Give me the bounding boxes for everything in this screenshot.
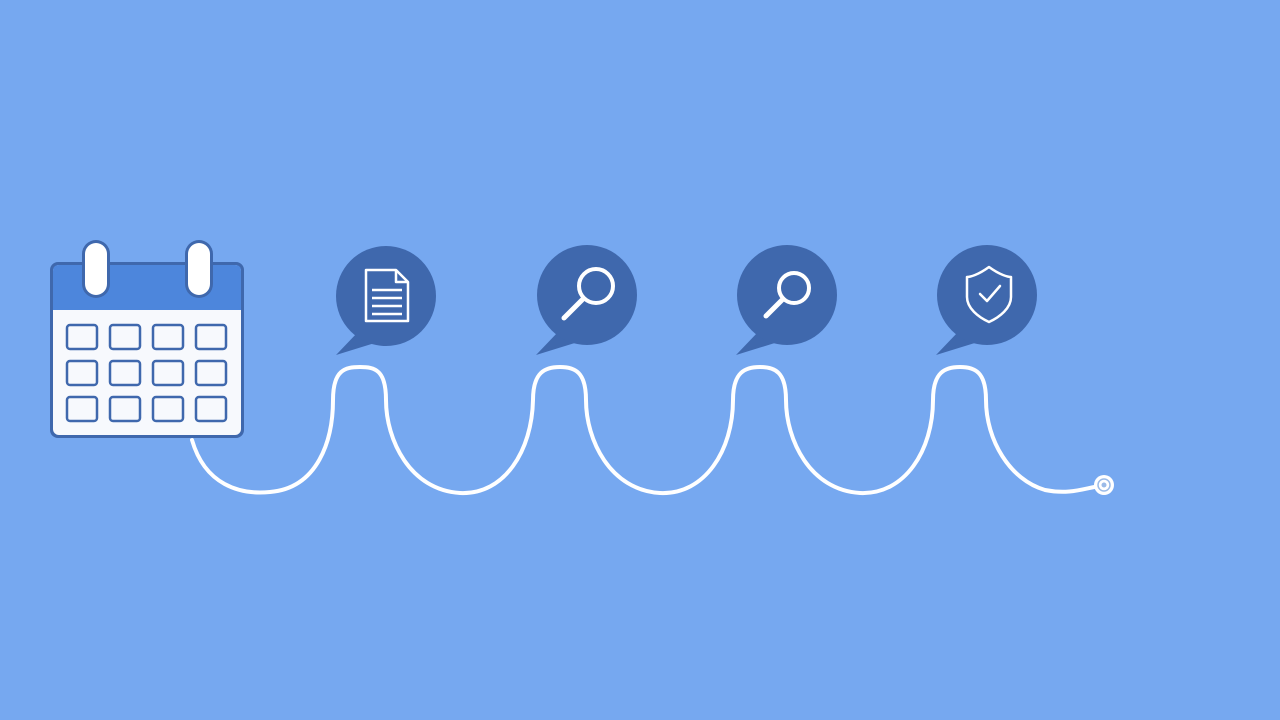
step-2-bubble [536,245,637,355]
calendar-ring-left [82,240,110,298]
calendar-icon [50,240,244,438]
calendar-ring-right [185,240,213,298]
shield-check-icon [965,265,1013,324]
end-point-icon [1094,475,1114,495]
step-3-bubble [736,245,837,355]
wavy-connector-line [190,364,1102,496]
magnifier-icon [561,267,615,321]
document-icon [364,268,410,323]
step-1-bubble [336,246,436,355]
calendar-grid [65,323,228,423]
step-4-bubble [936,245,1037,355]
magnifier-icon [763,271,811,319]
